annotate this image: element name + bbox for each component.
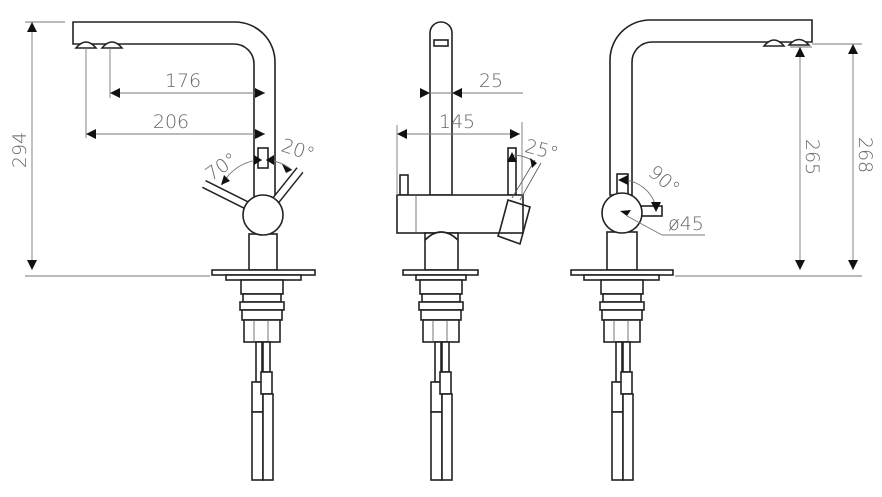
dim-body-width-label: 145 <box>439 111 475 133</box>
dim-reach-inner-label: 176 <box>165 70 201 92</box>
angle-front-label: 25° <box>522 135 560 165</box>
rear-view: 265 268 90° ø45 <box>570 19 876 481</box>
diameter-label: ø45 <box>668 213 704 235</box>
dim-total-height-label: 268 <box>854 137 876 173</box>
dim-height-label: 294 <box>9 132 31 168</box>
handle-body <box>601 192 643 234</box>
side-view: 294 176 206 70° 20° <box>9 21 317 481</box>
dim-reach-outer-label: 206 <box>153 111 189 133</box>
handle-body <box>242 194 284 236</box>
dim-outlet-height-label: 265 <box>801 139 823 175</box>
angle-left-label: 70° <box>201 148 241 185</box>
front-view: 25 145 25° <box>396 21 561 481</box>
dim-spout-width-label: 25 <box>479 70 503 92</box>
angle-right-label: 20° <box>278 135 317 166</box>
